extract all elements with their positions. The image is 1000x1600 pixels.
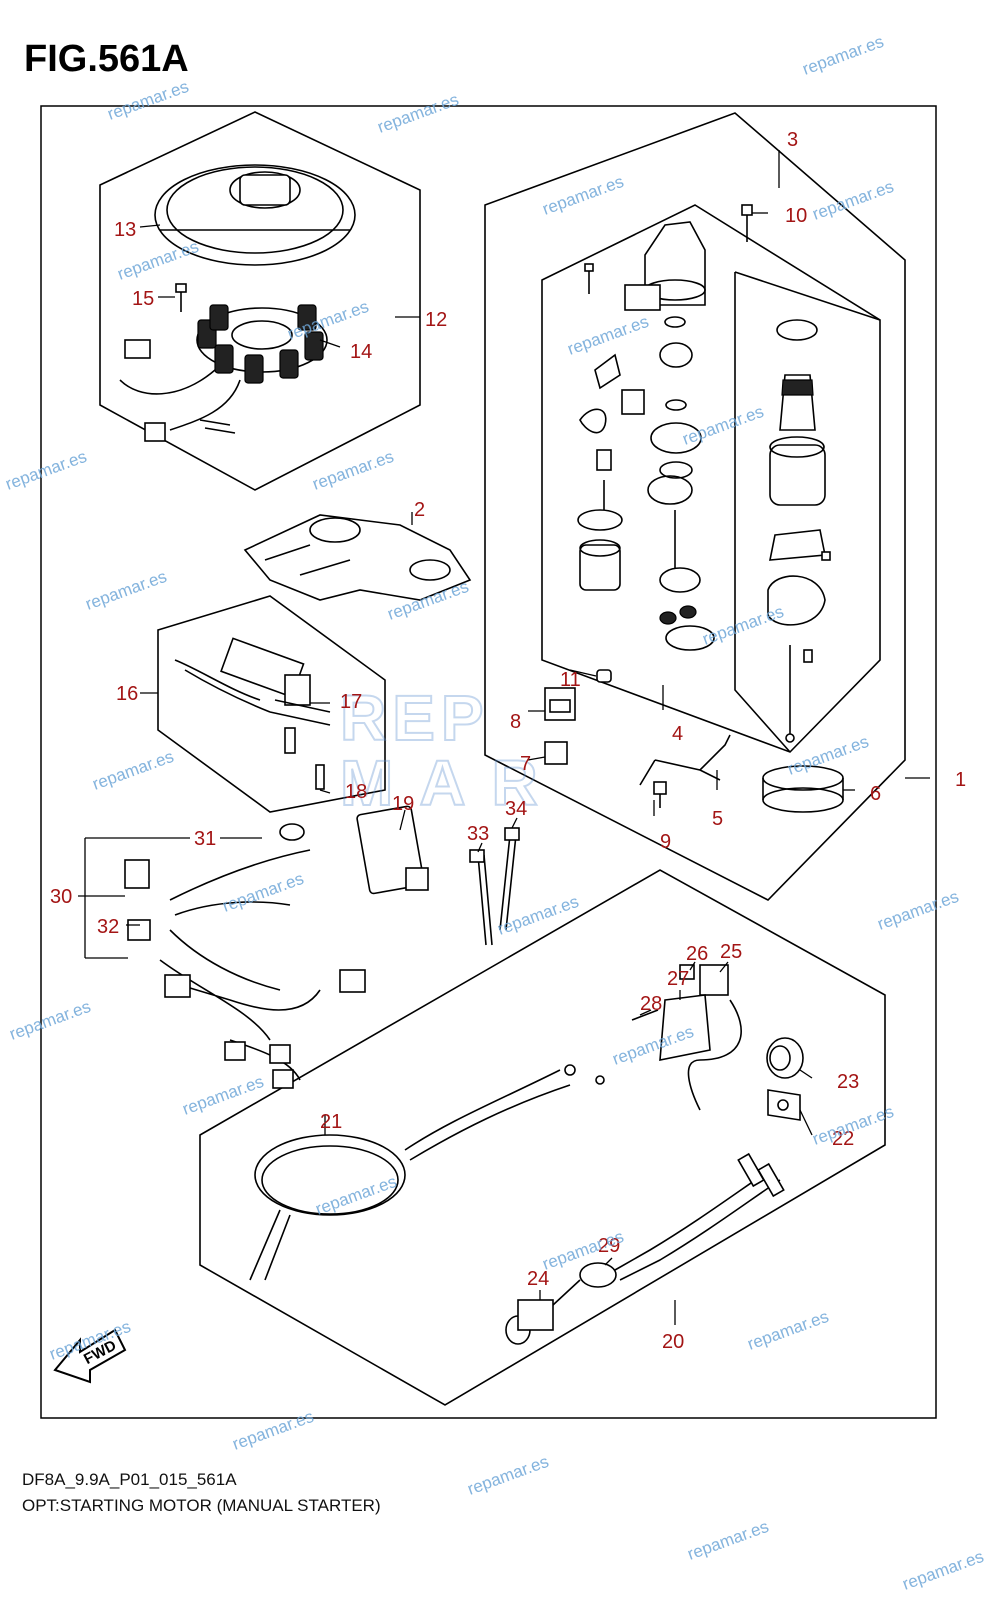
callout-19: 19 <box>392 793 414 815</box>
starter-internals <box>577 316 715 651</box>
callout-26: 26 <box>686 943 708 965</box>
callout-33: 33 <box>467 823 489 845</box>
bracket-part <box>243 514 472 601</box>
callout-labels: 1 2 3 4 5 6 7 8 9 10 11 12 13 14 15 16 1… <box>50 129 966 1353</box>
watermark-text: repamar.es <box>230 1407 316 1454</box>
watermark-text: repamar.es <box>745 1307 831 1354</box>
callout-2: 2 <box>414 499 425 521</box>
solenoid-top-part <box>624 221 706 311</box>
callout-22: 22 <box>832 1128 854 1150</box>
band-6 <box>762 765 844 813</box>
figure-title: FIG.561A <box>24 38 189 80</box>
watermark-text: repamar.es <box>900 1547 986 1594</box>
watermark-text: repamar.es <box>115 237 201 284</box>
watermark-text: repamar.es <box>375 90 461 137</box>
watermark-text: repamar.es <box>810 177 896 224</box>
rectifier-part <box>174 637 331 790</box>
callout-32: 32 <box>97 916 119 938</box>
callout-4: 4 <box>672 723 683 745</box>
watermark-text: repamar.es <box>495 892 581 939</box>
callout-24: 24 <box>527 1268 549 1290</box>
grommet-23 <box>766 1037 804 1079</box>
logo-row1: REP <box>340 682 490 754</box>
bolt-10 <box>741 204 753 242</box>
watermark-text: repamar.es <box>7 997 93 1044</box>
callout-31: 31 <box>194 828 216 850</box>
group-box-rectifier <box>157 595 386 813</box>
watermark-text: repamar.es <box>685 1517 771 1564</box>
watermark-text: repamar.es <box>875 887 961 934</box>
watermark-text: repamar.es <box>540 172 626 219</box>
callout-5: 5 <box>712 808 723 830</box>
figure-code: DF8A_9.9A_P01_015_561A <box>22 1470 237 1489</box>
callout-15: 15 <box>132 288 154 310</box>
relay-8 <box>544 687 576 721</box>
nut-11 <box>596 669 612 683</box>
key-switch-24 <box>505 1152 785 1345</box>
repmar-logo: REP MAR <box>339 681 564 820</box>
watermark-text: repamar.es <box>180 1072 266 1119</box>
callout-1: 1 <box>955 769 966 791</box>
callout-10: 10 <box>785 205 807 227</box>
watermark-text: repamar.es <box>105 77 191 124</box>
callout-3: 3 <box>787 129 798 151</box>
harness-part <box>124 805 429 1089</box>
watermark-text: repamar.es <box>465 1452 551 1499</box>
watermark-text: repamar.es <box>610 1022 696 1069</box>
bolt-15 <box>175 283 187 312</box>
callout-9: 9 <box>660 831 671 853</box>
callout-6: 6 <box>870 783 881 805</box>
callout-27: 27 <box>667 968 689 990</box>
callout-13: 13 <box>114 219 136 241</box>
callout-14: 14 <box>350 341 372 363</box>
armature-side <box>767 319 831 743</box>
group-box-wiring <box>199 869 886 1406</box>
watermark-text: repamar.es <box>220 869 306 916</box>
callout-8: 8 <box>510 711 521 733</box>
callout-29: 29 <box>598 1235 620 1257</box>
callout-20: 20 <box>662 1331 684 1353</box>
group-box-starter-motor <box>484 112 906 901</box>
figure-caption: OPT:STARTING MOTOR (MANUAL STARTER) <box>22 1496 381 1515</box>
watermark-text: repamar.es <box>310 447 396 494</box>
cable-ties-33-34 <box>469 827 520 946</box>
watermark-text: repamar.es <box>785 732 871 779</box>
flywheel-part <box>154 164 356 266</box>
stator-part <box>119 304 328 442</box>
watermark-text: repamar.es <box>565 312 651 359</box>
diagram-frame <box>40 105 937 1419</box>
callout-23: 23 <box>837 1071 859 1093</box>
watermark-text: repamar.es <box>90 747 176 794</box>
callout-12: 12 <box>425 309 447 331</box>
group-box-flywheel-stator <box>99 111 421 491</box>
group-box-starter-inner <box>541 204 881 753</box>
group-box-starter-divider <box>734 271 881 321</box>
callout-21: 21 <box>320 1111 342 1133</box>
leader-lines <box>78 150 930 1325</box>
watermark-text: repamar.es <box>285 297 371 344</box>
harness-21 <box>249 1064 605 1281</box>
watermark-text: repamar.es <box>680 402 766 449</box>
callout-34: 34 <box>505 798 527 820</box>
callout-17: 17 <box>340 691 362 713</box>
callout-28: 28 <box>640 993 662 1015</box>
group-box-starter-divider2 <box>734 272 791 753</box>
callout-7: 7 <box>520 753 531 775</box>
bolt-9 <box>653 781 667 808</box>
callout-11: 11 <box>560 669 581 691</box>
relay-7 <box>544 741 568 765</box>
callout-16: 16 <box>116 683 138 705</box>
callout-25: 25 <box>720 941 742 963</box>
watermark-text: repamar.es <box>3 447 89 494</box>
logo-row2: MAR <box>340 747 564 819</box>
callout-18: 18 <box>345 781 367 803</box>
watermark-text: repamar.es <box>83 567 169 614</box>
small-bolt-upper <box>584 263 594 294</box>
plate-22 <box>767 1089 801 1121</box>
callout-30: 30 <box>50 886 72 908</box>
watermark-text: repamar.es <box>700 602 786 649</box>
watermark-text: repamar.es <box>800 32 886 79</box>
